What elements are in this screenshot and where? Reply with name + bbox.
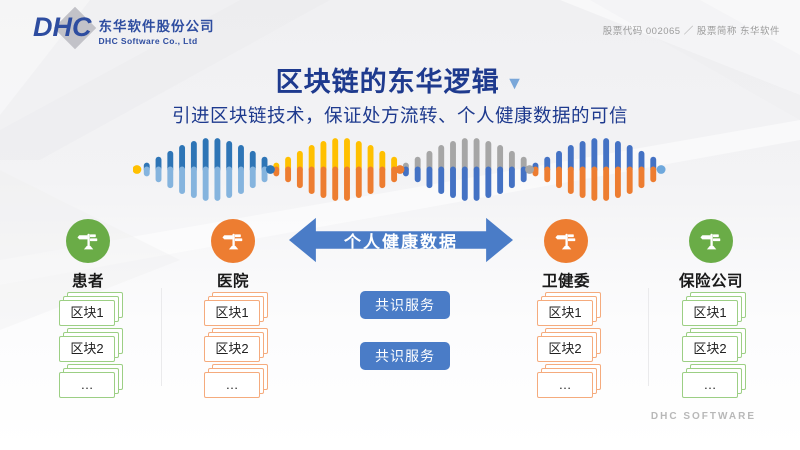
block-card: 区块2 xyxy=(59,336,115,362)
block-card: … xyxy=(682,372,738,398)
block-card: … xyxy=(59,372,115,398)
block-card: 区块2 xyxy=(537,336,593,362)
block-stack: 区块2 xyxy=(204,336,260,362)
column-divider xyxy=(161,288,162,386)
column-divider xyxy=(648,288,649,386)
entity-label-patient: 患者 xyxy=(71,273,104,290)
slide-subtitle: 引进区块链技术，保证处方流转、个人健康数据的可信 xyxy=(171,105,628,126)
insurance-block-stack: 区块1 区块2 … xyxy=(682,300,738,408)
entity-label-insurance: 保险公司 xyxy=(678,273,743,290)
logo-text: 东华软件股份公司 DHC Software Co., Ltd xyxy=(99,12,215,46)
block-stack: 区块2 xyxy=(537,336,593,362)
block-stack: … xyxy=(59,372,115,398)
block-stack: 区块1 xyxy=(204,300,260,326)
block-card: … xyxy=(204,372,260,398)
patient-block-stack: 区块1 区块2 … xyxy=(59,300,115,408)
health-commission-icon xyxy=(544,219,588,263)
block-card: 区块2 xyxy=(682,336,738,362)
entity-label-health-commission: 卫健委 xyxy=(541,273,590,290)
block-card: 区块1 xyxy=(537,300,593,326)
block-card: 区块1 xyxy=(682,300,738,326)
arrow-label: 个人健康数据 xyxy=(344,232,458,252)
patient-icon xyxy=(66,219,110,263)
company-name-en: DHC Software Co., Ltd xyxy=(98,36,198,46)
block-stack: 区块2 xyxy=(59,336,115,362)
consensus-service-button-1: 共识服务 xyxy=(360,291,450,319)
block-stack: … xyxy=(537,372,593,398)
block-stack: … xyxy=(682,372,738,398)
dna-strand-graphic xyxy=(133,138,666,201)
company-name-cn: 东华软件股份公司 xyxy=(98,19,215,34)
logo-abbr: DHC xyxy=(33,12,92,42)
block-card: 区块2 xyxy=(204,336,260,362)
insurance-icon xyxy=(689,219,733,263)
footer-brand: DHC SOFTWARE xyxy=(650,411,756,422)
block-stack: … xyxy=(204,372,260,398)
entity-label-hospital: 医院 xyxy=(216,273,249,290)
hospital-block-stack: 区块1 区块2 … xyxy=(204,300,260,408)
block-card: 区块1 xyxy=(59,300,115,326)
stock-info: 股票代码 002065 ／ 股票简称 东华软件 xyxy=(602,26,780,37)
block-card: 区块1 xyxy=(204,300,260,326)
block-stack: 区块1 xyxy=(682,300,738,326)
company-logo: DHC 东华软件股份公司 DHC Software Co., Ltd xyxy=(33,12,215,46)
health-commission-block-stack: 区块1 区块2 … xyxy=(537,300,593,408)
triangle-down-icon: ▼ xyxy=(505,73,525,93)
block-stack: 区块1 xyxy=(59,300,115,326)
signpost-icon xyxy=(221,233,242,249)
slide-title-text: 区块链的东华逻辑 xyxy=(275,67,500,97)
signpost-icon xyxy=(554,233,575,249)
block-stack: 区块1 xyxy=(537,300,593,326)
signpost-icon xyxy=(76,233,97,249)
signpost-icon xyxy=(699,233,720,249)
consensus-service-button-2: 共识服务 xyxy=(360,342,450,370)
slide-title: 区块链的东华逻辑▼ xyxy=(0,60,800,99)
block-stack: 区块2 xyxy=(682,336,738,362)
block-card: … xyxy=(537,372,593,398)
hospital-icon xyxy=(211,219,255,263)
